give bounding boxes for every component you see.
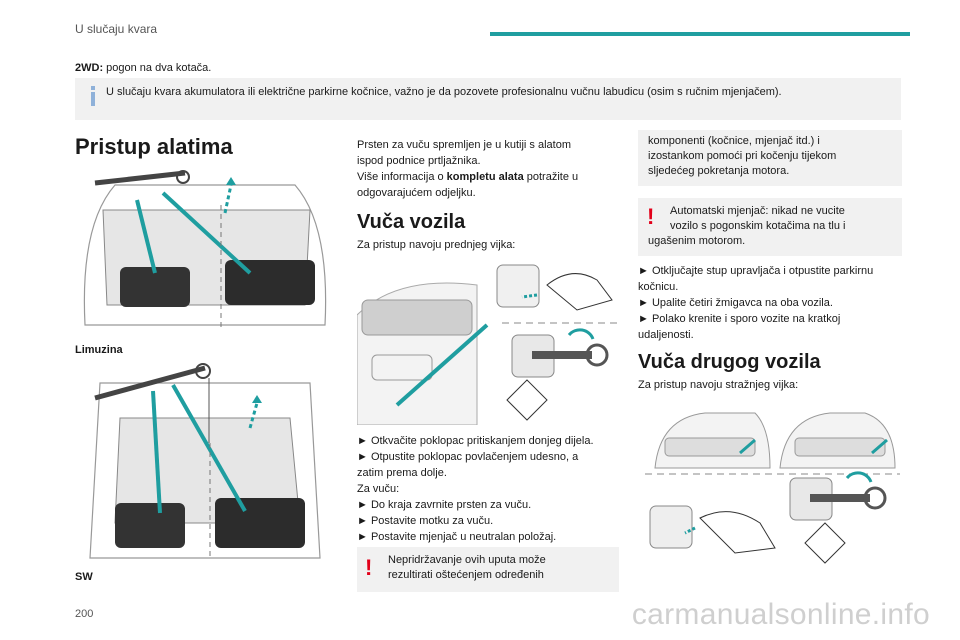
intro-text: pogon na dva kotača. xyxy=(103,62,212,74)
front-steps: ► Otkvačite poklopac pritiskanjem donjeg… xyxy=(357,433,594,545)
rear-lead: Za pristup navoju stražnjeg vijka: xyxy=(638,379,799,391)
caption-limuzina: Limuzina xyxy=(75,344,123,356)
intro-bold: 2WD: xyxy=(75,62,104,74)
sw-trunk-illustration xyxy=(75,363,333,563)
page-number: 200 xyxy=(75,608,94,620)
sedan-trunk-illustration xyxy=(75,165,333,335)
warning-line: rezultirati oštećenjem određenih xyxy=(388,569,544,581)
step-unhook-cover: ► Otkvačite poklopac pritiskanjem donjeg… xyxy=(357,435,594,447)
info-box xyxy=(75,78,901,120)
step-drive-slowly: ► Polako krenite i sporo vozite na kratk… xyxy=(638,313,841,325)
warning-text-2: Automatski mjenjač: nikad ne vucite vozi… xyxy=(648,204,845,249)
header-accent-bar xyxy=(490,32,910,36)
warning-box-1-cont xyxy=(638,130,902,186)
warning-line: Automatski mjenjač: nikad ne vucite xyxy=(670,205,845,217)
warning-icon: ! xyxy=(365,555,373,580)
paragraph-line: odgovarajućem odjeljku. xyxy=(357,187,476,199)
warning-box-2 xyxy=(638,198,902,256)
front-lead: Za pristup navoju prednjeg vijka: xyxy=(357,239,516,251)
intro-line: 2WD: pogon na dva kotača. xyxy=(75,62,211,74)
warning-line: komponenti (kočnice, mjenjač itd.) i xyxy=(648,135,820,147)
tool-kit-link-text: kompletu alata xyxy=(446,171,524,183)
paragraph-line: Više informacija o kompletu alata potraž… xyxy=(357,169,578,185)
step-release-cover-cont: zatim prema dolje. xyxy=(357,467,447,479)
warning-line: sljedećeg pokretanja motora. xyxy=(648,165,790,177)
paragraph-line: Prsten za vuču spremljen je u kutiji s a… xyxy=(357,139,571,151)
step-release-cover: ► Otpustite poklopac povlačenjem udesno,… xyxy=(357,451,579,463)
step-hazard-lights: ► Upalite četiri žmigavca na oba vozila. xyxy=(638,297,833,309)
paragraph-line: ispod podnice prtljažnika. xyxy=(357,155,481,167)
heading-vuca-drugog-vozila: Vuča drugog vozila xyxy=(638,351,821,373)
warning-text-1-cont: komponenti (kočnice, mjenjač itd.) i izo… xyxy=(648,134,836,179)
info-text: U slučaju kvara akumulatora ili električ… xyxy=(106,86,782,98)
watermark: carmanualsonline.info xyxy=(631,598,930,631)
warning-icon: ! xyxy=(647,204,655,229)
front-bumper-illustration xyxy=(357,255,619,425)
caption-sw: SW xyxy=(75,571,93,583)
step-screw-ring: ► Do kraja zavrnite prsten za vuču. xyxy=(357,499,532,511)
for-towing-label: Za vuču: xyxy=(357,483,400,495)
section-title: U slučaju kvara xyxy=(75,22,158,36)
step-unlock-steering-cont: kočnicu. xyxy=(638,281,679,293)
step-drive-slowly-cont: udaljenosti. xyxy=(638,329,694,341)
warning-line: ugašenim motorom. xyxy=(648,235,746,247)
info-icon xyxy=(91,86,95,106)
text-run: Više informacija o xyxy=(357,171,447,183)
tow-steps: ► Otključajte stup upravljača i otpustit… xyxy=(638,263,873,343)
rear-bumper-illustration xyxy=(640,398,902,568)
step-unlock-steering: ► Otključajte stup upravljača i otpustit… xyxy=(638,265,874,277)
warning-box-1 xyxy=(357,547,619,592)
warning-line: vozilo s pogonskim kotačima na tlu i xyxy=(670,220,846,232)
warning-line: Nepridržavanje ovih uputa može xyxy=(388,554,546,566)
warning-text-1: Nepridržavanje ovih uputa može rezultira… xyxy=(388,553,546,583)
tow-ring-paragraph: Prsten za vuču spremljen je u kutiji s a… xyxy=(357,137,578,201)
warning-line: izostankom pomoći pri kočenju tijekom xyxy=(648,150,837,162)
text-run: potražite u xyxy=(523,171,579,183)
heading-pristup-alatima: Pristup alatima xyxy=(75,134,233,159)
step-fit-tow-bar: ► Postavite motku za vuču. xyxy=(357,515,494,527)
step-neutral: ► Postavite mjenjač u neutralan položaj. xyxy=(357,531,557,543)
heading-vuca-vozila: Vuča vozila xyxy=(357,211,466,233)
